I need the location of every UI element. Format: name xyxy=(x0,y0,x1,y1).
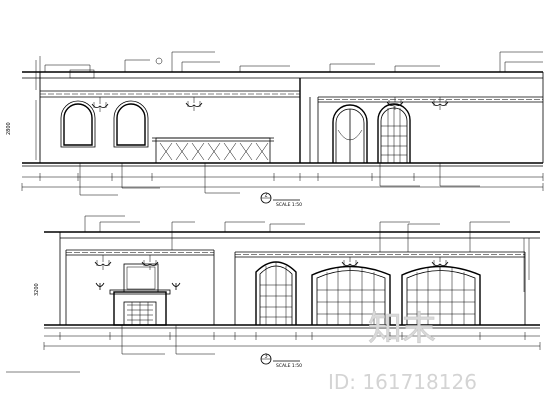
elevation-top: 2800 2 SCALE 1:50 xyxy=(6,51,544,208)
svg-text:3200: 3200 xyxy=(34,283,40,296)
sconce-icon xyxy=(95,282,105,290)
chandelier-icon xyxy=(386,97,404,110)
glazed-arch-screen xyxy=(311,265,391,325)
chandelier-icon xyxy=(141,255,159,270)
chandelier-icon xyxy=(431,97,449,110)
sconce-icon xyxy=(171,282,181,290)
glazed-arch-screen xyxy=(401,265,481,325)
chandelier-icon xyxy=(185,97,203,111)
chandelier-icon xyxy=(94,255,112,270)
elevation-bottom: 3200 3 SCALE 1:50 xyxy=(6,215,541,373)
watermark-logo: 知末 xyxy=(368,309,436,349)
watermark: 知末 ID: 161718126 xyxy=(328,309,477,394)
chandelier-icon xyxy=(91,97,109,112)
drawing-number: 2 xyxy=(265,193,268,199)
glazed-arch-screen xyxy=(255,261,297,325)
scale-label: SCALE 1:50 xyxy=(276,363,302,369)
watermark-id: ID: 161718126 xyxy=(328,370,477,394)
scale-label: SCALE 1:50 xyxy=(276,202,302,208)
svg-text:2800: 2800 xyxy=(6,122,12,135)
drawing-number: 3 xyxy=(265,354,268,360)
